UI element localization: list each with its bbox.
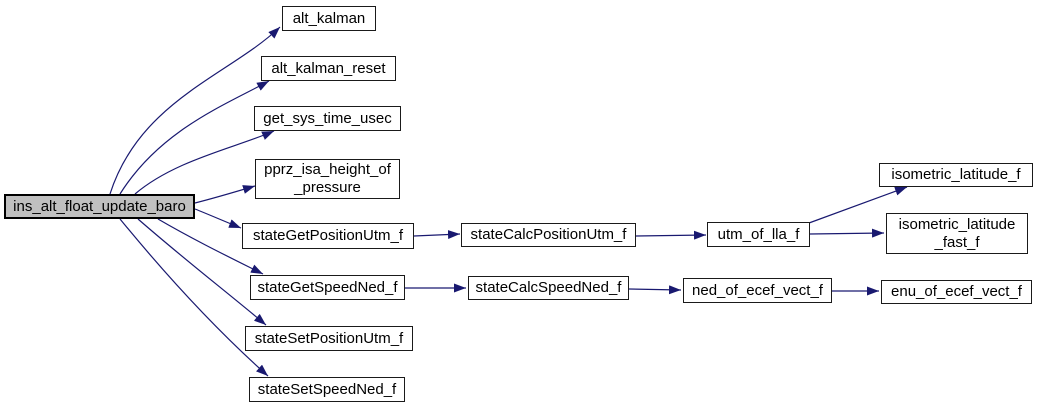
node-label: stateCalcPositionUtm_f — [470, 226, 627, 243]
edge-stateCalcSpeedNed_f-to-ned_of_ecef_vect_f — [628, 285, 682, 295]
node-label: alt_kalman — [292, 9, 366, 27]
node-get_sys_time_usec[interactable]: get_sys_time_usec — [254, 106, 401, 131]
edge-main-to-stateGetPositionUtm_f — [194, 208, 242, 229]
node-stateSetSpeedNed_f[interactable]: stateSetSpeedNed_f — [249, 377, 405, 402]
edge-main-to-stateSetSpeedNed_f — [119, 218, 269, 377]
node-label: stateCalcSpeedNed_f — [475, 279, 622, 296]
node-label: stateGetSpeedNed_f — [257, 278, 398, 296]
node-ins_alt_float_update_baro: ins_alt_float_update_baro — [4, 194, 195, 219]
node-label: ins_alt_float_update_baro — [13, 197, 186, 215]
edge-main-to-get_sys_time_usec — [134, 130, 275, 195]
node-enu_of_ecef_vect_f[interactable]: enu_of_ecef_vect_f — [881, 280, 1032, 304]
edge-main-to-stateGetSpeedNed_f — [157, 218, 264, 275]
node-label: stateSetPositionUtm_f — [254, 329, 404, 347]
edge-main-to-pprz_isa_height_of_pressure — [194, 185, 256, 204]
node-stateSetPositionUtm_f[interactable]: stateSetPositionUtm_f — [245, 326, 413, 351]
node-stateCalcSpeedNed_f[interactable]: stateCalcSpeedNed_f — [468, 276, 629, 300]
edge-utm_of_lla_f-to-isometric_latitude_fast_f — [809, 228, 885, 238]
edge-main-to-alt_kalman_reset — [119, 80, 270, 195]
node-label: isometric_latitude _fast_f — [898, 215, 1016, 251]
node-alt_kalman[interactable]: alt_kalman — [282, 6, 376, 31]
node-label: stateSetSpeedNed_f — [257, 380, 397, 398]
node-label: ned_of_ecef_vect_f — [692, 281, 823, 299]
node-label: alt_kalman_reset — [271, 59, 386, 77]
edge-stateGetPositionUtm_f-to-stateCalcPositionUtm_f — [413, 230, 461, 240]
node-label: stateGetPositionUtm_f — [252, 227, 404, 244]
node-utm_of_lla_f[interactable]: utm_of_lla_f — [707, 222, 810, 247]
edge-main-to-stateSetPositionUtm_f — [137, 218, 267, 326]
node-alt_kalman_reset[interactable]: alt_kalman_reset — [261, 56, 396, 81]
edge-utm_of_lla_f-to-isometric_latitude_f — [808, 186, 908, 224]
node-stateCalcPositionUtm_f[interactable]: stateCalcPositionUtm_f — [461, 223, 636, 247]
node-label: isometric_latitude_f — [891, 166, 1021, 183]
node-pprz_isa_height_of_pressure[interactable]: pprz_isa_height_of _pressure — [255, 159, 400, 199]
edge-main-to-alt_kalman — [109, 26, 281, 195]
node-isometric_latitude_fast_f[interactable]: isometric_latitude _fast_f — [886, 213, 1028, 254]
node-isometric_latitude_f[interactable]: isometric_latitude_f — [879, 163, 1033, 187]
node-ned_of_ecef_vect_f[interactable]: ned_of_ecef_vect_f — [683, 278, 832, 303]
edge-stateCalcPositionUtm_f-to-utm_of_lla_f — [635, 230, 707, 240]
node-stateGetSpeedNed_f[interactable]: stateGetSpeedNed_f — [250, 275, 405, 300]
node-stateGetPositionUtm_f[interactable]: stateGetPositionUtm_f — [242, 223, 414, 249]
node-label: utm_of_lla_f — [717, 225, 800, 243]
node-label: get_sys_time_usec — [263, 109, 392, 127]
node-label: pprz_isa_height_of _pressure — [264, 161, 391, 196]
node-label: enu_of_ecef_vect_f — [891, 283, 1022, 300]
